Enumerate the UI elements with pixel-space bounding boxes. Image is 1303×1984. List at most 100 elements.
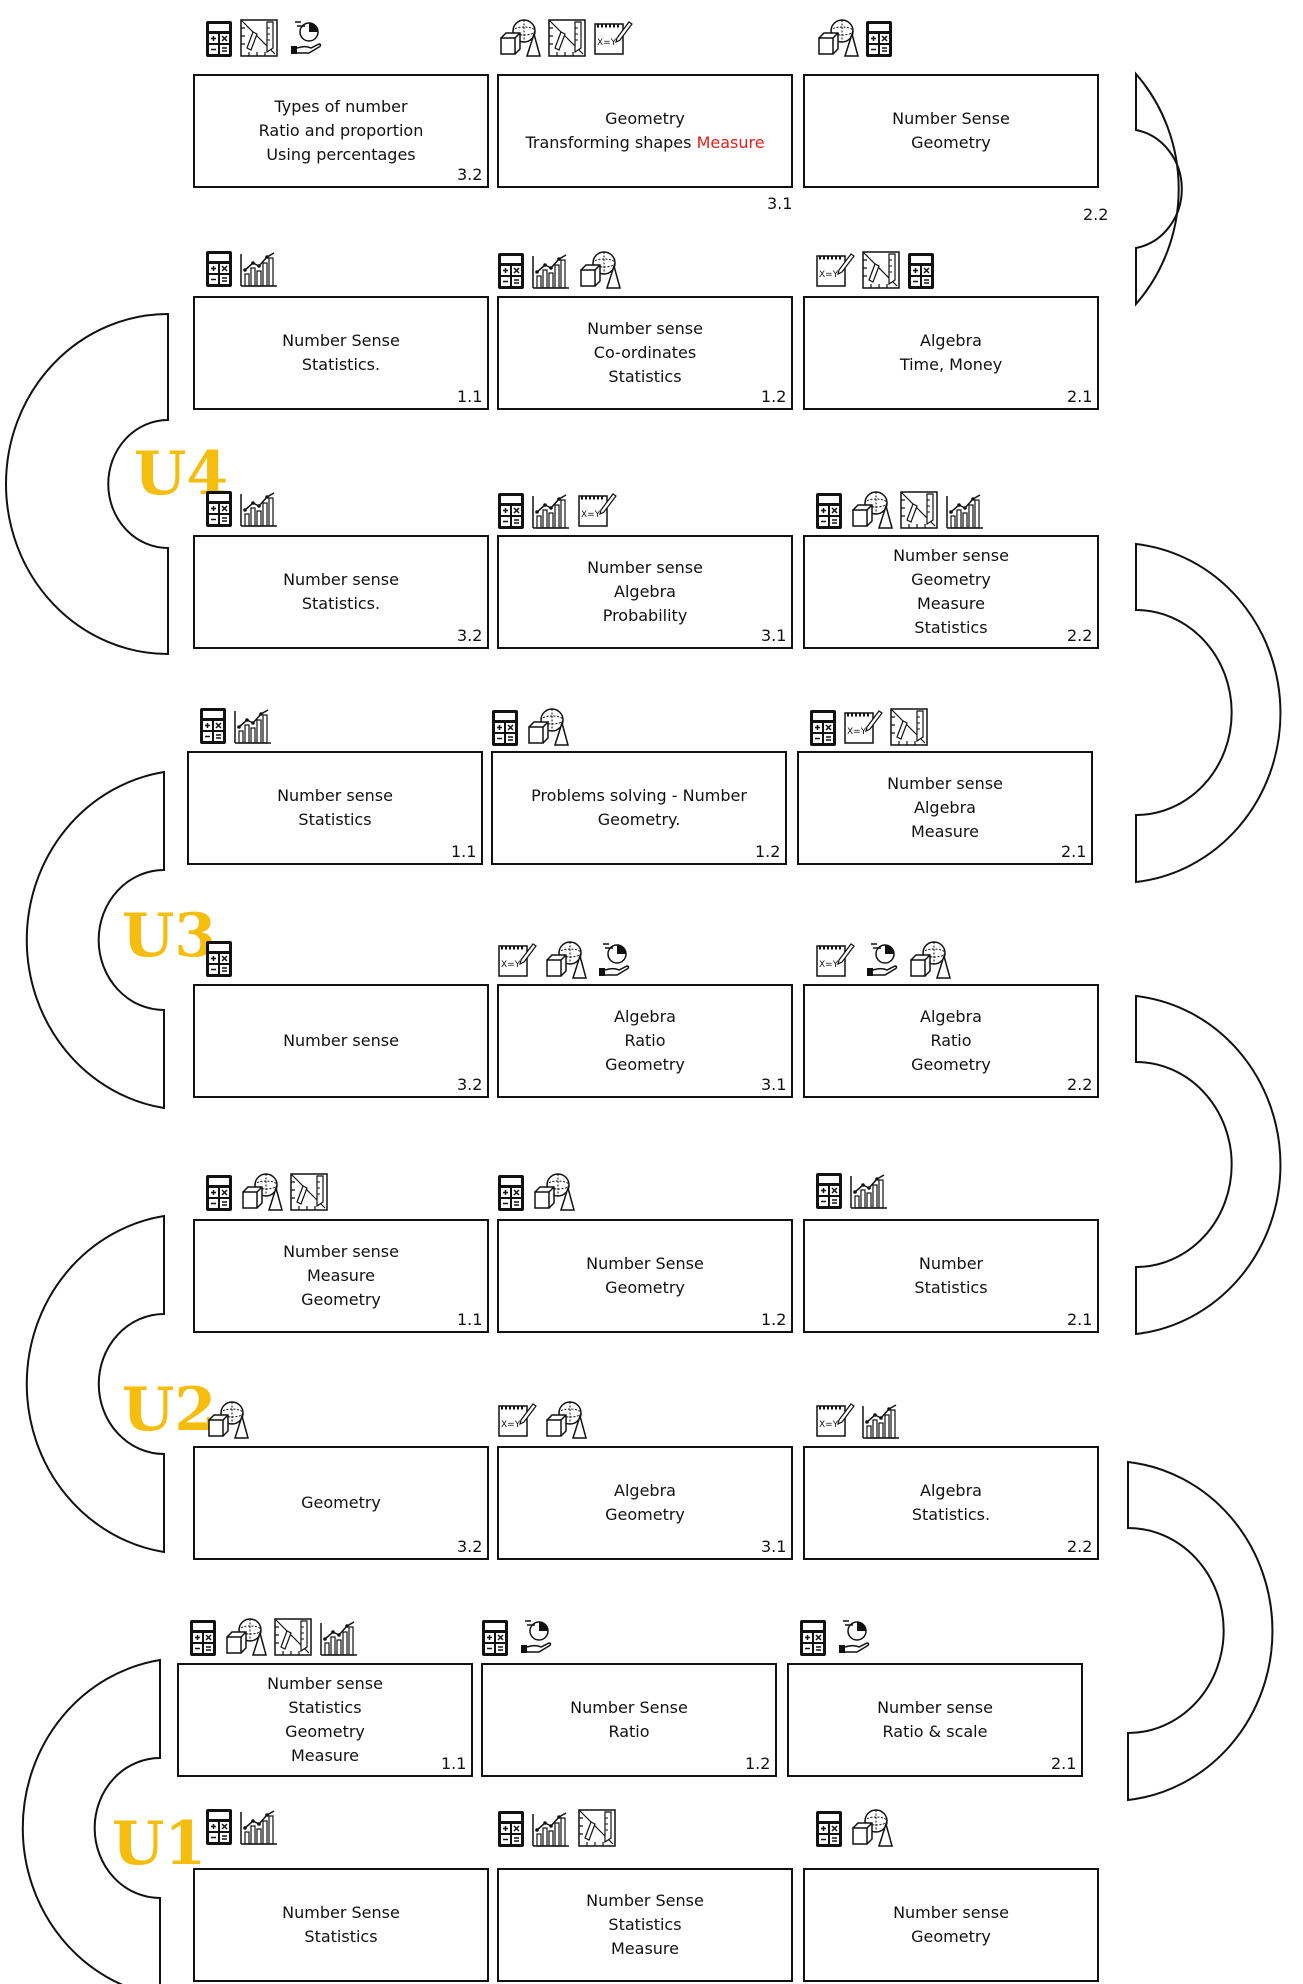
topic-line: Number sense bbox=[277, 786, 393, 805]
topic-line: Algebra bbox=[614, 1007, 676, 1026]
topic-icons bbox=[491, 707, 569, 751]
statistics-icon bbox=[531, 252, 571, 294]
unit-step-code: 2.1 bbox=[1067, 387, 1093, 406]
topic-line: Geometry bbox=[301, 1493, 381, 1512]
calculator-icon bbox=[199, 707, 227, 749]
statistics-icon bbox=[233, 707, 273, 749]
calculator-icon bbox=[205, 940, 233, 982]
calculator-icon bbox=[815, 1172, 843, 1214]
geometry-icon bbox=[223, 1617, 267, 1661]
measure-icon bbox=[577, 1808, 617, 1852]
unit-step-code: 1.1 bbox=[457, 387, 483, 406]
svg-text:X=Y: X=Y bbox=[581, 510, 601, 520]
calculator-icon bbox=[481, 1619, 509, 1661]
topic-line: Algebra bbox=[914, 798, 976, 817]
unit-step-code: 3.2 bbox=[457, 1537, 483, 1556]
calculator-icon bbox=[497, 252, 525, 294]
connector-arc bbox=[5, 312, 169, 656]
topic-icons bbox=[497, 1808, 617, 1852]
calculator-icon bbox=[815, 492, 843, 534]
topic-line: Measure bbox=[911, 822, 979, 841]
topic-icons bbox=[205, 1400, 249, 1444]
unit-step-code: 1.2 bbox=[761, 387, 787, 406]
unit-step-code: 1.1 bbox=[457, 1310, 483, 1329]
topic-line: Statistics bbox=[914, 618, 988, 637]
svg-text:X=Y: X=Y bbox=[597, 38, 617, 48]
measure-icon bbox=[289, 1172, 329, 1216]
geometry-icon bbox=[577, 250, 621, 294]
topic-line: Geometry bbox=[911, 133, 991, 152]
topic-line: Number sense bbox=[283, 1031, 399, 1050]
topic-line: Ratio bbox=[930, 1031, 972, 1050]
connector-arc bbox=[1127, 1460, 1274, 1802]
topic-icons bbox=[205, 490, 279, 532]
topic-line: Geometry. bbox=[597, 810, 681, 829]
calculator-icon bbox=[189, 1619, 217, 1661]
unit-step-code: 2.2 bbox=[1067, 1075, 1093, 1094]
connector-arc bbox=[1135, 542, 1282, 884]
topic-line: Number sense bbox=[267, 1674, 383, 1693]
unit-step-code: 3.1 bbox=[761, 1537, 787, 1556]
geometry-icon bbox=[525, 707, 569, 751]
topic-line: Measure bbox=[307, 1266, 375, 1285]
topic-line: Algebra bbox=[920, 1481, 982, 1500]
topic-line: Number sense bbox=[587, 558, 703, 577]
topic-line: Number Sense bbox=[586, 1254, 704, 1273]
topic-line: Algebra bbox=[920, 331, 982, 350]
algebra-icon: X=Y bbox=[815, 250, 855, 294]
statistics-icon bbox=[239, 490, 279, 532]
topic-line: Statistics bbox=[608, 367, 682, 386]
topic-box: Geometry bbox=[193, 1446, 489, 1560]
topic-line: Number Sense bbox=[282, 331, 400, 350]
statistics-icon bbox=[531, 492, 571, 534]
topic-line: Algebra bbox=[614, 1481, 676, 1500]
statistics-icon bbox=[861, 1402, 901, 1444]
topic-line: Statistics. bbox=[911, 1505, 991, 1524]
topic-line: Time, Money bbox=[899, 355, 1003, 374]
topic-icons bbox=[205, 18, 325, 62]
topic-icons bbox=[815, 1808, 893, 1852]
topic-line: Geometry bbox=[301, 1290, 381, 1309]
connector-arc bbox=[25, 1214, 165, 1554]
ratio-icon bbox=[285, 18, 325, 62]
topic-line: Using percentages bbox=[266, 145, 416, 164]
topic-line: Number bbox=[918, 1254, 984, 1273]
topic-line: Ratio bbox=[608, 1722, 650, 1741]
topic-icons: X=Y bbox=[497, 940, 633, 984]
topic-icons bbox=[205, 1808, 279, 1850]
topic-icons bbox=[815, 1172, 889, 1214]
topic-icons bbox=[205, 1172, 329, 1216]
geometry-icon bbox=[531, 1172, 575, 1216]
geometry-icon bbox=[239, 1172, 283, 1216]
geometry-icon bbox=[815, 18, 859, 62]
unit-step-code: 3.1 bbox=[761, 1075, 787, 1094]
topic-line: Number Sense bbox=[570, 1698, 688, 1717]
algebra-icon: X=Y bbox=[577, 490, 617, 534]
topic-icons bbox=[815, 490, 985, 534]
algebra-icon: X=Y bbox=[593, 18, 633, 62]
topic-line: Geometry bbox=[605, 1055, 685, 1074]
unit-step-code: 2.1 bbox=[1067, 1310, 1093, 1329]
topic-icons bbox=[815, 18, 893, 62]
calculator-icon bbox=[205, 20, 233, 62]
calculator-icon bbox=[865, 20, 893, 62]
calculator-icon bbox=[809, 709, 837, 751]
unit-step-code: 1.1 bbox=[451, 842, 477, 861]
topic-icons: X=Y bbox=[815, 940, 951, 984]
geometry-icon bbox=[543, 940, 587, 984]
unit-step-code: 2.2 bbox=[1083, 205, 1109, 224]
topic-icons bbox=[199, 707, 273, 749]
